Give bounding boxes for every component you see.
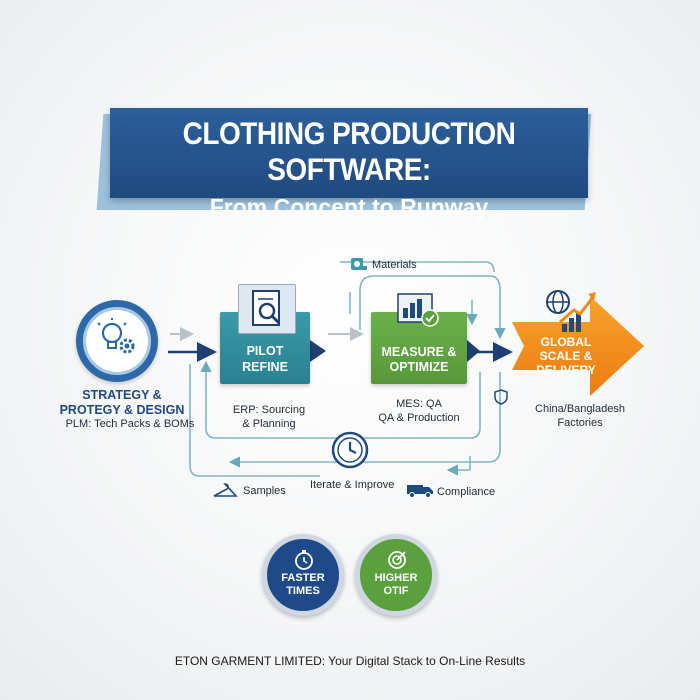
strategy-title: STRATEGY & PROTEGY & DESIGN: [59, 388, 185, 417]
iterate-improve-label: Iterate & Improve: [310, 479, 395, 491]
footer-tagline: ETON GARMENT LIMITED: Your Digital Stack…: [174, 654, 526, 668]
faster-line1: FASTER: [281, 572, 325, 584]
pilot-label-line2: REFINE: [242, 360, 288, 374]
global-label-line1: GLOBAL: [540, 335, 592, 349]
page-subtitle: From Concept to Runway: [209, 194, 489, 220]
factories-caption-line1: China/Bangladesh: [535, 403, 625, 415]
factories-caption: China/Bangladesh Factories: [520, 402, 640, 430]
compliance-label: Compliance: [437, 486, 496, 498]
mes-caption-line1: MES: QA: [396, 398, 442, 410]
factories-caption-line2: Factories: [557, 417, 603, 429]
faster-times-text: FASTER TIMES: [267, 572, 339, 598]
document-search-icon: [238, 284, 296, 334]
samples-label: Samples: [243, 485, 286, 497]
erp-caption: ERP: Sourcing & Planning: [214, 403, 324, 431]
chart-check-icon: [397, 293, 439, 327]
global-delivery-arrow: [512, 296, 644, 396]
mes-caption: MES: QA QA & Production: [362, 397, 476, 425]
shield-icon: [494, 389, 508, 405]
erp-caption-line1: ERP: Sourcing: [232, 404, 306, 416]
stopwatch-icon: [295, 550, 313, 570]
pilot-arrow-tip: [310, 340, 326, 362]
higher-line1: HIGHER: [374, 572, 418, 584]
higher-otif-text: HIGHER OTIF: [360, 572, 432, 598]
page-title: CLOTHING PRODUCTION SOFTWARE:: [182, 116, 516, 187]
measure-optimize-box: [371, 312, 467, 384]
pilot-refine-label: PILOT REFINE: [220, 343, 310, 375]
materials-label: Materials: [372, 259, 417, 271]
title-banner: CLOTHING PRODUCTION SOFTWARE: From Conce…: [110, 108, 588, 220]
strategy-subtitle: PLM: Tech Packs & BOMs: [65, 418, 195, 430]
clock-icon: [331, 431, 369, 469]
measure-label-line2: OPTIMIZE: [389, 360, 449, 374]
mes-caption-line2: QA & Production: [378, 412, 460, 424]
faster-times-badge: FASTER TIMES: [262, 534, 344, 616]
fabric-roll-icon: [351, 258, 367, 270]
erp-caption-line2: & Planning: [242, 418, 296, 430]
higher-otif-badge: HIGHER OTIF: [355, 534, 437, 616]
global-delivery-label: GLOBAL SCALE & DELIVERY: [512, 335, 620, 377]
higher-line2: OTIF: [383, 585, 409, 597]
hanger-icon: [213, 483, 238, 497]
lightbulb-gear-icon: [97, 318, 135, 354]
faster-line2: TIMES: [286, 585, 320, 597]
measure-label-line1: MEASURE &: [381, 345, 457, 359]
globe-growth-icon: [546, 290, 596, 332]
target-icon: [388, 551, 406, 569]
measure-optimize-label: MEASURE & OPTIMIZE: [371, 345, 467, 375]
measure-arrow-tip: [467, 340, 480, 362]
truck-icon: [407, 485, 433, 498]
global-label-line2: SCALE & DELIVERY: [536, 349, 596, 377]
pilot-label-line1: PILOT: [246, 344, 284, 358]
